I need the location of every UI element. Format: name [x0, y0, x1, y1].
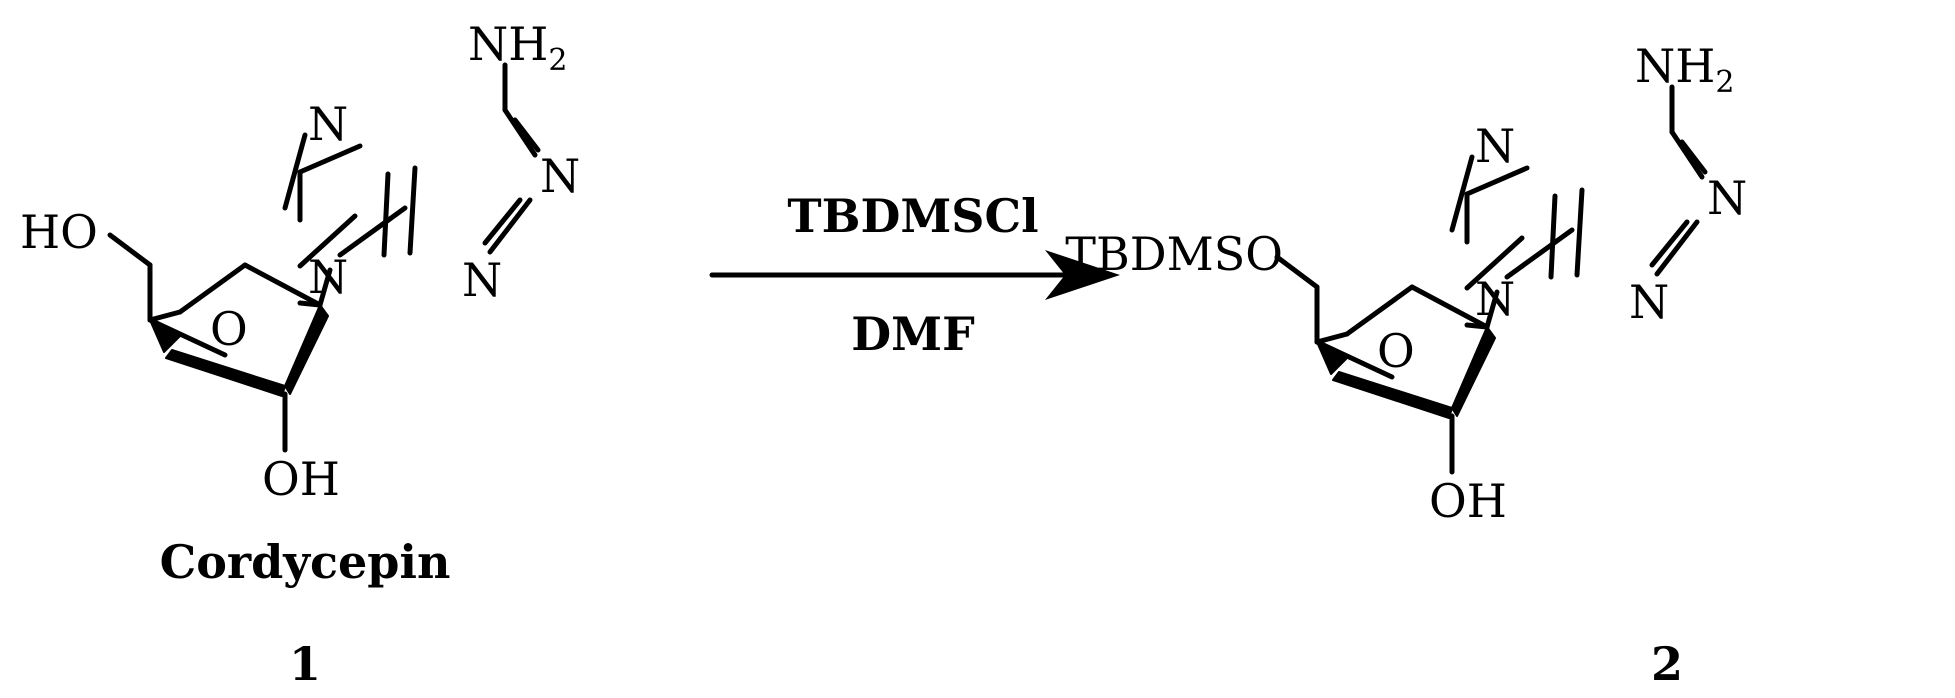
- compound-2-c3-c2-wedge: [1332, 371, 1453, 419]
- compound-1-n3-label: N: [462, 253, 502, 307]
- compound-1-name: Cordycepin: [160, 535, 451, 589]
- compound-1-sugar-bonds: [107, 232, 333, 453]
- compound-1-n9-label: N: [308, 250, 348, 304]
- reagent-label: TBDMSCl: [787, 189, 1038, 243]
- compound-1-number: 1: [289, 637, 321, 691]
- compound-1-ho-label: HO: [20, 205, 98, 259]
- compound-1-amine-label: NH2: [468, 17, 567, 78]
- compound-1-n7-label: N: [308, 97, 348, 151]
- compound-2-n9-label: N: [1475, 272, 1515, 326]
- compound-1-ring-oxygen-label: O: [210, 302, 248, 356]
- reaction-arrow: [709, 250, 1120, 300]
- compound-1-c4-wedge: [149, 319, 183, 353]
- compound-2-n3-label: N: [1629, 275, 1669, 329]
- compound-2-c1-wedge: [1451, 326, 1496, 417]
- compound-2-n7-label: N: [1475, 119, 1515, 173]
- compound-2-n1-label: N: [1707, 171, 1747, 225]
- compound-2-amine-label: NH2: [1635, 39, 1734, 100]
- solvent-label: DMF: [851, 307, 975, 361]
- compound-2-c4-wedge: [1316, 341, 1350, 375]
- compound-2-tbdmso-label: TBDMSO: [1065, 227, 1283, 281]
- arrow-head: [1045, 250, 1120, 300]
- compound-2-oh-label: OH: [1429, 474, 1507, 528]
- compound-1-n1-label: N: [540, 149, 580, 203]
- compound-2-purine-bonds: [1449, 84, 1708, 291]
- compound-1-c3-c2-wedge: [165, 349, 286, 397]
- compound-2-ring-oxygen-label: O: [1377, 324, 1415, 378]
- compound-2-number: 2: [1651, 637, 1683, 691]
- compound-1-purine-bonds: [282, 62, 541, 269]
- compound-1-structure: NH2 N N N N O HO OH: [20, 17, 580, 506]
- compound-1-oh-label: OH: [262, 452, 340, 506]
- compound-2-structure: NH2 N N N N O TBDMSO OH: [1065, 39, 1747, 528]
- compound-2-sugar-bonds: [1274, 254, 1500, 475]
- compound-1-c1-wedge: [284, 304, 329, 395]
